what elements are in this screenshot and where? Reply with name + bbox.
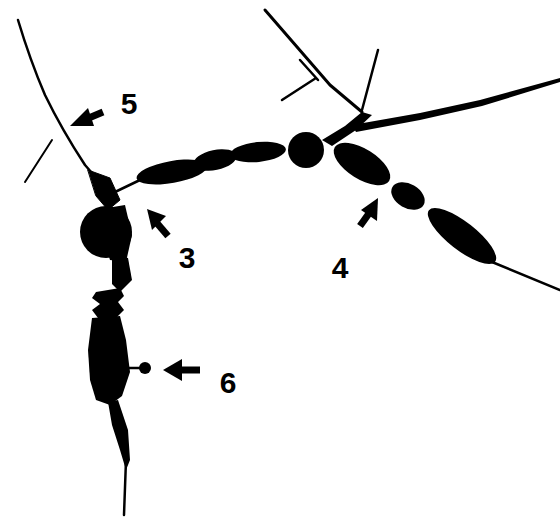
- callout-number: 4: [332, 253, 349, 283]
- callout-number: 5: [121, 89, 138, 119]
- callout-number: 6: [220, 368, 237, 398]
- callout-number: 3: [179, 243, 196, 273]
